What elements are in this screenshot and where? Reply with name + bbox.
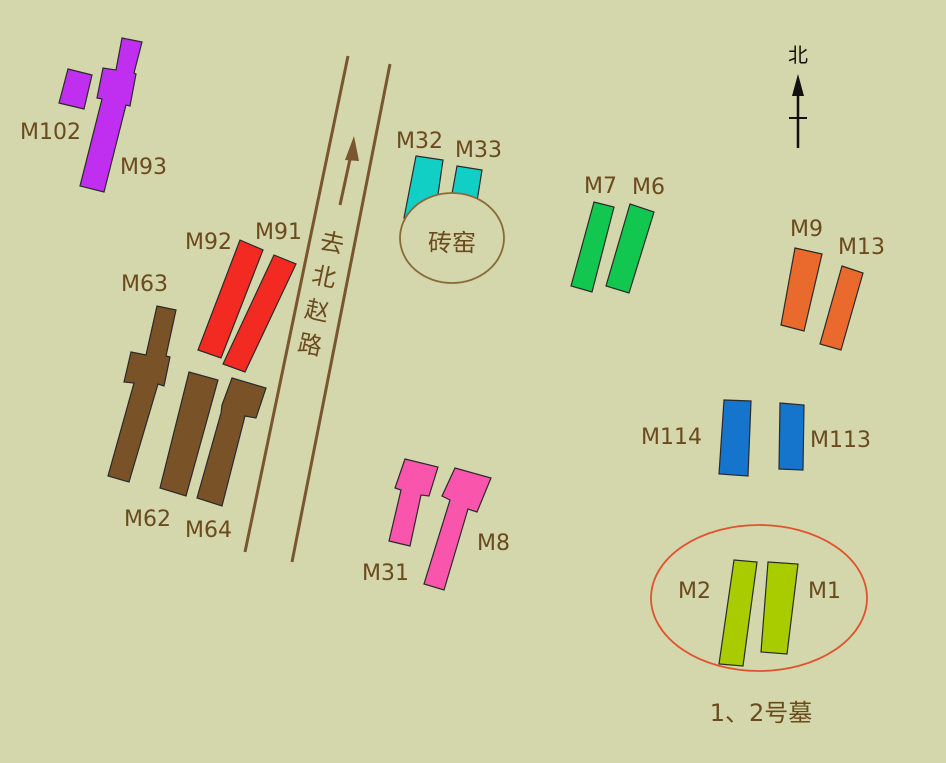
tomb-label-m2: M2 <box>678 579 711 604</box>
tomb-label-m64: M64 <box>185 518 232 543</box>
tomb-m93[interactable] <box>79 37 143 193</box>
tomb-label-m91: M91 <box>255 220 302 245</box>
tomb-m92[interactable] <box>197 239 264 359</box>
road-edge-west <box>243 55 350 553</box>
tomb-label-m8: M8 <box>477 531 510 556</box>
tomb-label-m1: M1 <box>808 579 841 604</box>
tomb-m63[interactable] <box>107 305 177 483</box>
tomb-label-m113: M113 <box>810 428 871 453</box>
tomb-label-m9: M9 <box>790 217 823 242</box>
tomb-m2[interactable] <box>718 559 758 667</box>
tomb-label-m92: M92 <box>185 230 232 255</box>
tomb-m113[interactable] <box>778 402 805 471</box>
north-arrow-icon: 北 <box>788 43 808 148</box>
tomb-label-m32: M32 <box>396 129 443 154</box>
tomb-labels: M102 M93 M92 M91 M63 M62 M64 M32 M33 M7 … <box>20 120 885 604</box>
tomb-label-m93: M93 <box>120 155 167 180</box>
road-label-char-2: 北 <box>309 261 338 293</box>
tomb-label-m33: M33 <box>455 138 502 163</box>
tomb-label-m7: M7 <box>584 174 617 199</box>
tomb-m31[interactable] <box>388 458 439 547</box>
tomb-label-m114: M114 <box>641 425 702 450</box>
tomb-label-m102: M102 <box>20 120 81 145</box>
highlight-ring <box>650 524 868 672</box>
tomb-m62[interactable] <box>159 371 219 497</box>
tomb-m7[interactable] <box>570 201 615 293</box>
road-edge-east <box>290 63 392 563</box>
tomb-m102[interactable] <box>58 68 93 110</box>
tomb-m8[interactable] <box>423 467 492 591</box>
highlight-caption: 1、2号墓 <box>710 699 813 727</box>
road-direction-arrow <box>338 136 359 206</box>
tomb-m114[interactable] <box>718 399 752 477</box>
road-label-char-1: 去 <box>317 227 346 259</box>
kiln-label: 砖窑 <box>428 229 476 257</box>
road: 去 北 赵 路 <box>243 55 392 563</box>
tomb-m6[interactable] <box>605 203 655 294</box>
tomb-m9[interactable] <box>780 247 823 332</box>
tomb-label-m6: M6 <box>632 175 665 200</box>
tomb-label-m13: M13 <box>838 235 885 260</box>
tomb-label-m31: M31 <box>362 561 409 586</box>
tomb-m64[interactable] <box>196 377 267 507</box>
tomb-label-m63: M63 <box>121 272 168 297</box>
tomb-m91[interactable] <box>222 254 297 373</box>
north-label: 北 <box>788 43 808 67</box>
road-label-char-4: 路 <box>295 329 324 361</box>
road-label-char-3: 赵 <box>302 295 331 327</box>
tomb-m1[interactable] <box>760 561 799 655</box>
brick-kiln: 砖窑 <box>399 192 505 284</box>
tomb-m13[interactable] <box>819 265 864 351</box>
tomb-label-m62: M62 <box>124 507 171 532</box>
